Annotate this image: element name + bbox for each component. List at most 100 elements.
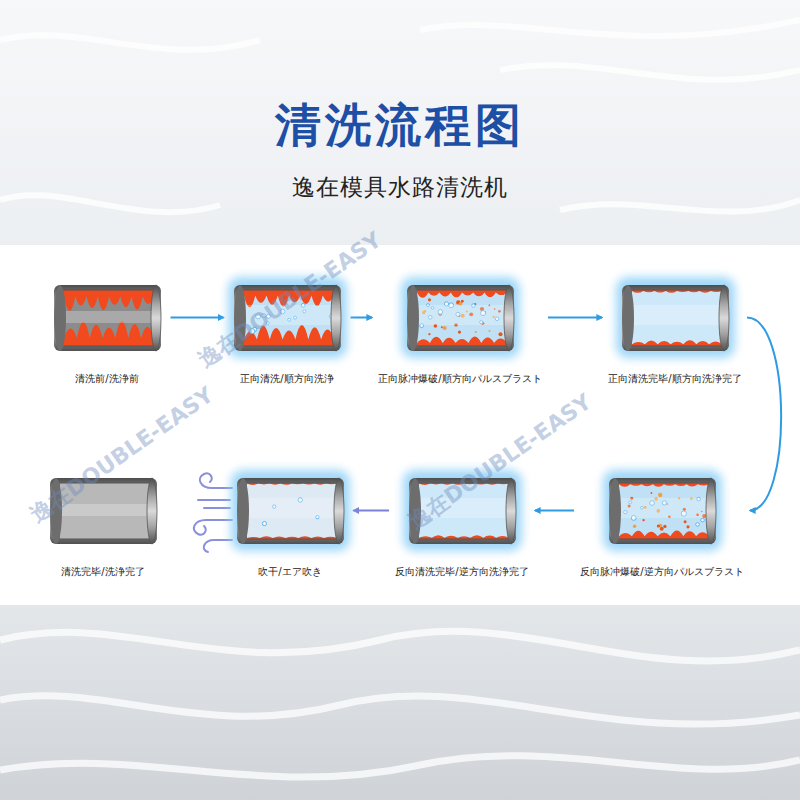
water-glow [603,470,722,551]
water-sheen [632,305,722,325]
pipe-holder [47,275,168,360]
pipe-edge [247,483,337,484]
pipe-interior [247,483,337,539]
pipe-holder [392,468,532,553]
debris [440,326,442,328]
step-caption: 清洗完毕/洗浄完了 [61,565,144,578]
bottom-ground [0,605,800,800]
title: 清洗流程图 [0,98,800,153]
pipe-end [234,285,246,351]
process-step: 吹干/エア吹き [230,468,351,579]
flow-arrow [171,317,224,319]
water-sheen [619,498,709,518]
debris [461,300,463,302]
pipe-holder [230,468,351,553]
deposit [419,483,509,485]
pipe-interior [419,483,509,539]
metal-sheen [64,311,154,323]
flow-arrow [354,510,390,512]
pipe-holder [375,275,545,360]
water-texture [0,631,800,777]
debris [632,525,635,528]
step-caption: 清洗前/洗浄前 [75,372,138,385]
water-glow [228,277,347,358]
pipe-edge [244,290,334,291]
process-step: 正向脉冲爆破/順方向パルスブラスト [375,275,545,386]
step-caption: 正向清洗完毕/順方向洗浄完了 [608,372,741,385]
pipe-edge [619,483,709,484]
pipe-edge [60,539,150,540]
pipe-illustration [50,275,165,360]
pipe-body [407,285,514,351]
deposit [247,483,337,485]
pipe-illustration [405,468,520,553]
deposit [619,530,709,539]
flow-arrow [351,317,373,319]
pipe-edge [64,346,154,347]
debris [686,525,689,528]
pipe-edge [244,346,334,347]
bubble [695,523,699,527]
deposit [64,321,154,346]
pipe-interior [60,483,150,539]
deposit [247,536,337,539]
pipe-body [237,478,344,544]
deposit [64,290,154,311]
pipe-edge [417,346,507,347]
deposit [417,290,507,298]
step-caption: 正向清洗/順方向洗浄 [240,372,333,385]
deposit [632,290,722,293]
water-glow [616,277,735,358]
pipe-interior [64,290,154,346]
pipe-end [506,478,516,544]
pipe-edge [60,483,150,484]
bubble [700,518,704,522]
debris [658,493,662,497]
pipe-edge [419,539,509,540]
flow-arrow [535,510,574,512]
bubble [249,329,254,334]
deposit [632,340,722,346]
metal-sheen [60,504,150,516]
process-step: 反向脉冲爆破/逆方向パルスブラスト [577,468,747,579]
water-glow [231,470,350,551]
pipe-body [609,478,716,544]
pipe-end [147,478,157,544]
pipe-edge [619,539,709,540]
pipe-holder [577,468,747,553]
pipe-end [409,478,421,544]
water-sheen [417,305,507,325]
debris [428,333,430,335]
water-sheen [244,305,334,325]
bubble [262,522,266,526]
pipe-illustration [605,468,720,553]
pipe-body [50,478,157,544]
water-sheen [419,498,509,518]
pipe-edge [632,346,722,347]
water-glow [401,277,520,358]
debris [474,331,476,333]
debris [683,520,686,523]
debris [659,527,663,531]
pipe-end [151,285,161,351]
pipe-end [609,478,621,544]
pipe-body [409,478,516,544]
process-step: 清洗前/洗浄前 [47,275,168,386]
pipe-end [50,478,62,544]
deposit [417,336,507,346]
debris [650,492,652,494]
pipe-end [407,285,419,351]
pipe-edge [247,539,337,540]
air-blow-lines [194,473,232,552]
debris [457,331,460,334]
debris [460,300,463,303]
debris [427,298,430,301]
deposit [244,290,334,307]
water-sheen [247,498,337,518]
pipe-end [622,285,634,351]
debris [488,330,490,332]
pipe-interior [417,290,507,346]
pipe-body [622,285,729,351]
deposit [619,483,709,487]
white-band [0,245,800,605]
